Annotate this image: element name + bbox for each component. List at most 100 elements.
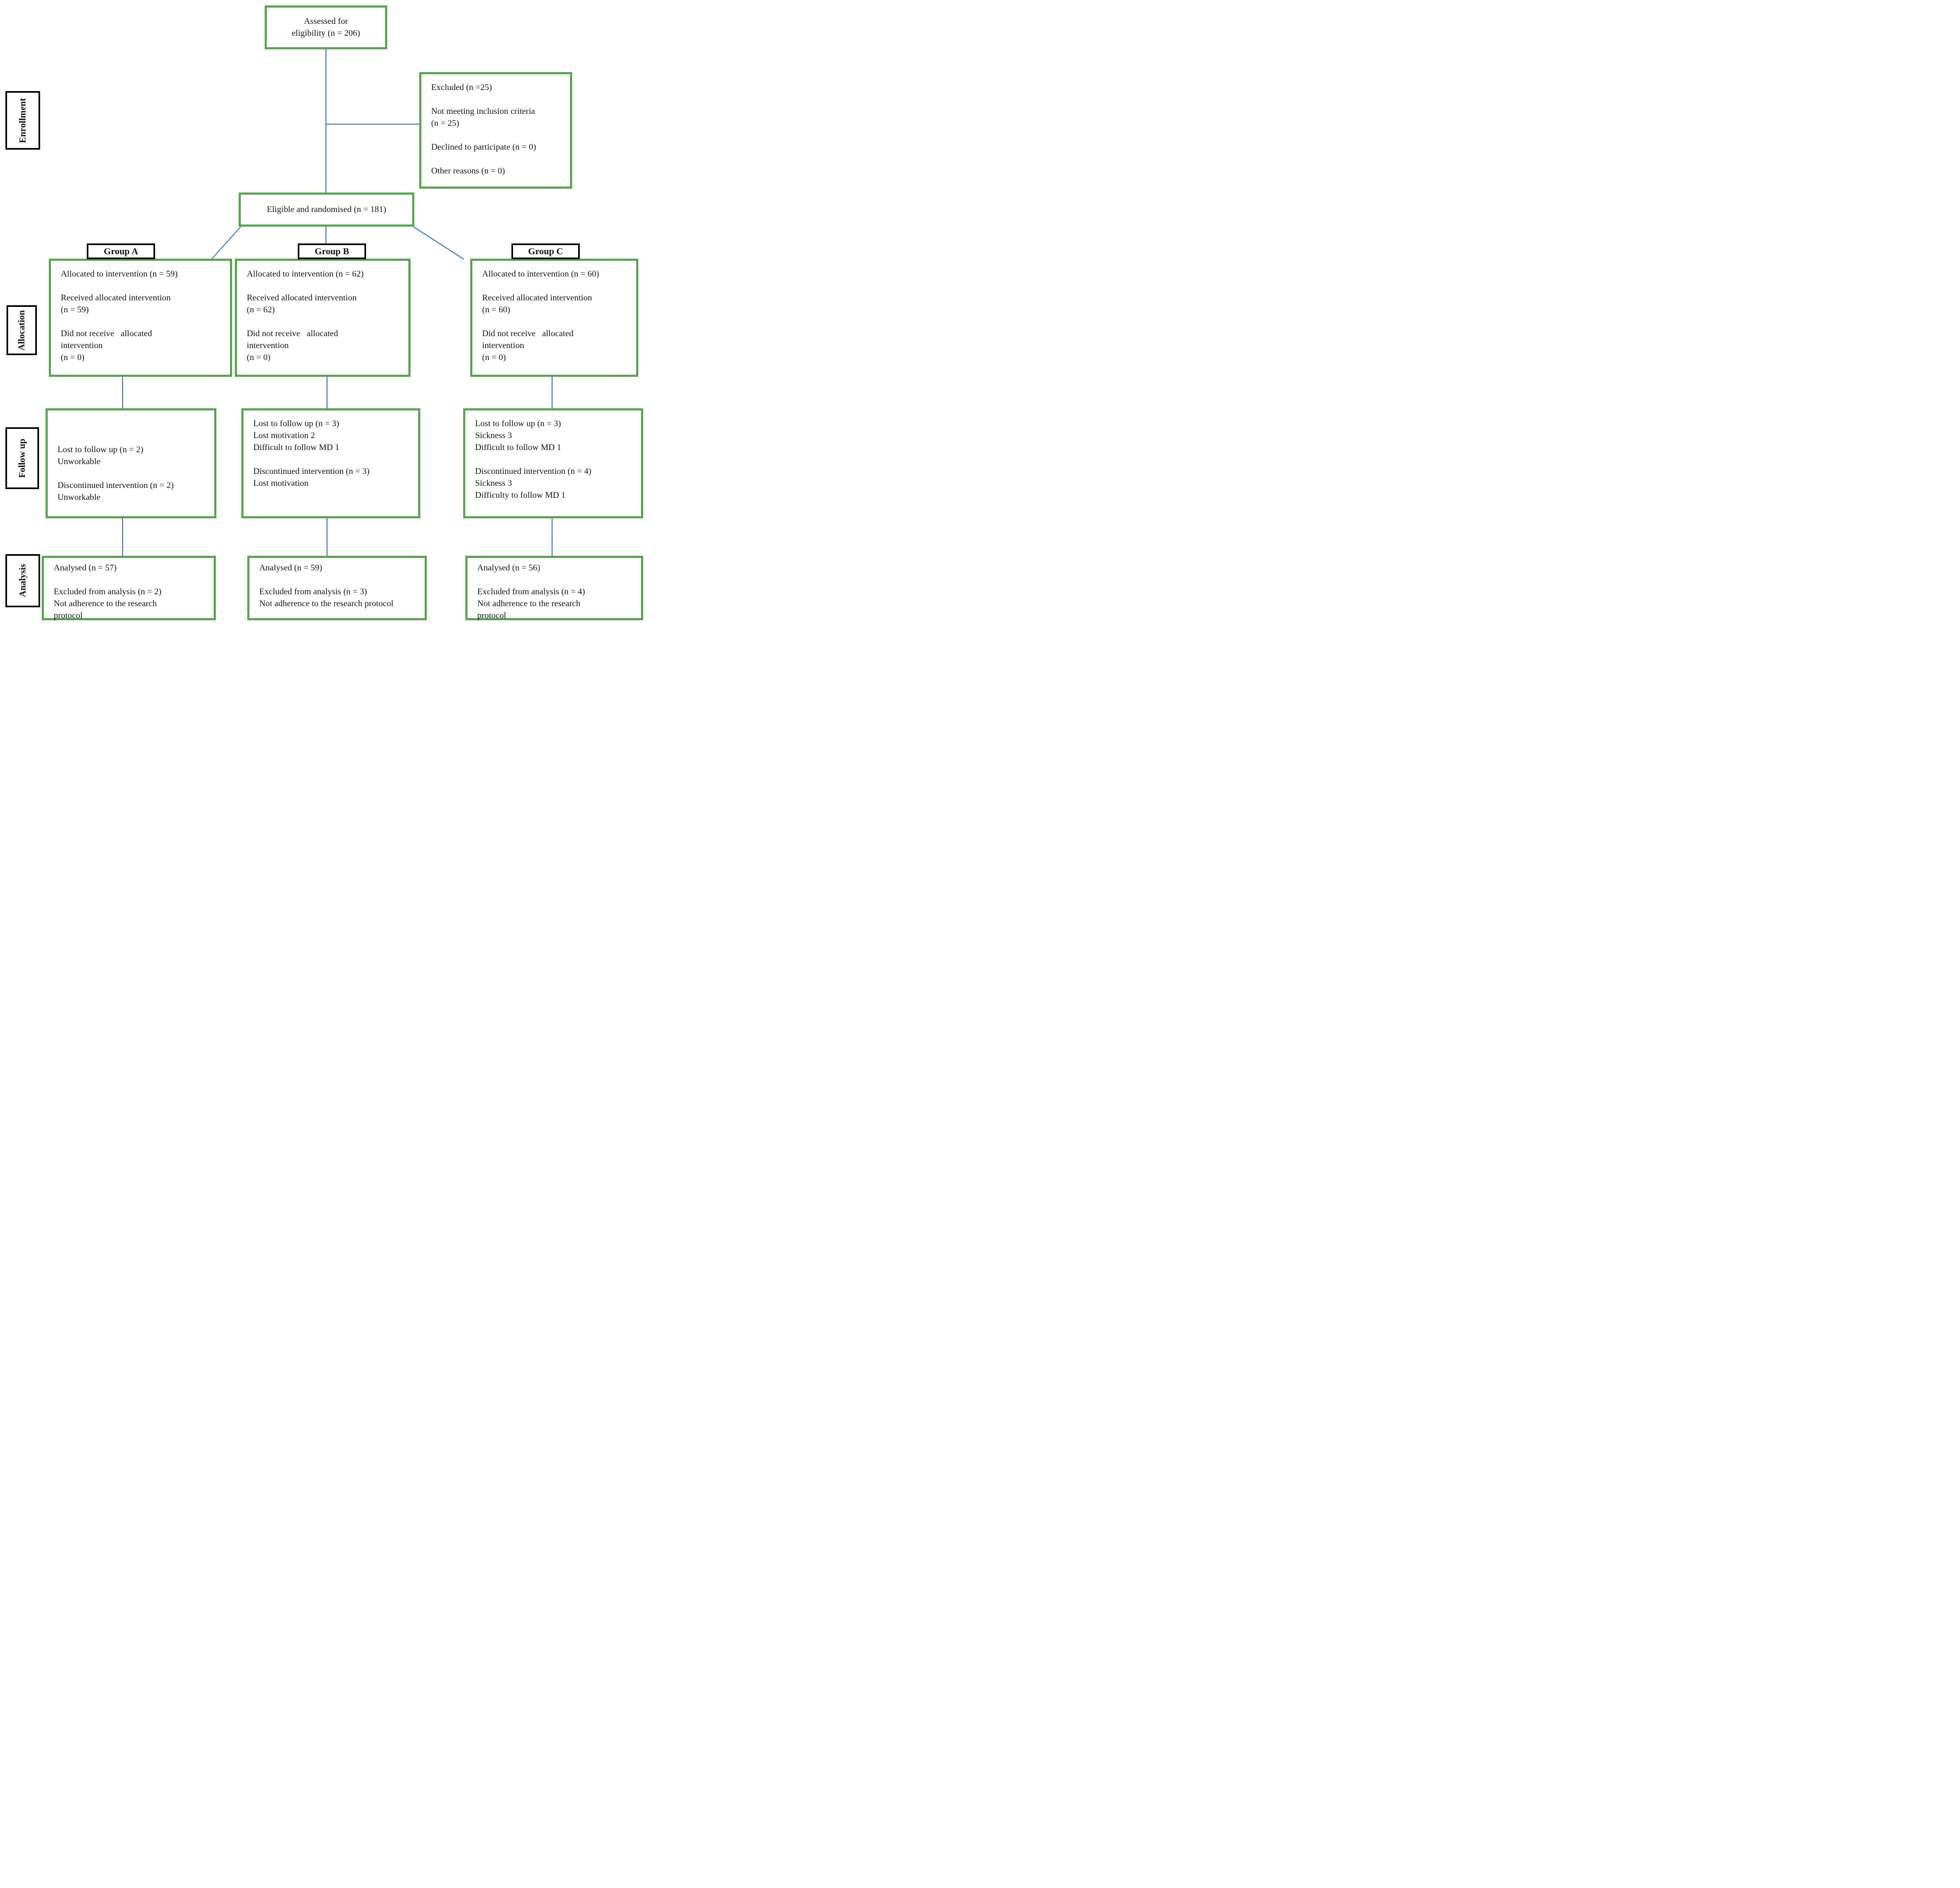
text-line: protocol <box>54 611 83 620</box>
stage-label-enrollment: Enrollment <box>5 91 40 150</box>
text-line <box>475 454 636 466</box>
eligible-randomised-box: Eligible and randomised (n = 181) <box>239 192 414 227</box>
text-line: Not meeting inclusion criteria <box>431 107 535 116</box>
text-line: (n = 0) <box>61 353 85 362</box>
text-line: (n = 62) <box>247 305 275 314</box>
consort-flow-diagram: Enrollment Allocation Follow up Analysis… <box>0 0 654 630</box>
stage-label-enrollment-text: Enrollment <box>17 98 28 143</box>
text-line <box>477 574 636 586</box>
text-line <box>247 280 403 292</box>
assessed-for-eligibility-box: Assessed for eligibility (n = 206) <box>265 5 387 49</box>
stage-label-analysis-text: Analysis <box>17 564 28 598</box>
group-a-header: Group A <box>87 243 155 259</box>
text-line <box>431 94 565 106</box>
group-b-header: Group B <box>298 243 366 259</box>
follow-up-box-group-b-text: Lost to follow up (n = 3) Lost motivation… <box>244 410 418 493</box>
text-line <box>431 130 565 142</box>
text-line <box>253 454 413 466</box>
analysis-box-group-b: Analysed (n = 59) Excluded from analysis … <box>247 556 427 620</box>
text-line: Lost motivation <box>253 479 309 488</box>
group-a-header-text: Group A <box>104 246 138 256</box>
text-line <box>259 574 419 586</box>
text-line: Sickness 3 <box>475 479 512 488</box>
stage-label-analysis: Analysis <box>5 554 40 607</box>
text-line: protocol <box>477 611 507 620</box>
text-line: Analysed (n = 56) <box>477 563 541 573</box>
allocation-box-group-c-text: Allocated to intervention (n = 60) Receiv… <box>472 261 636 367</box>
text-line: Difficult to follow MD 1 <box>253 443 340 452</box>
follow-up-box-group-c: Lost to follow up (n = 3) Sickness 3 Diffi… <box>463 408 643 518</box>
text-line: Not adherence to the research <box>477 599 581 608</box>
text-line: Discontinued intervention (n = 2) <box>57 481 174 490</box>
text-line: Lost to follow up (n = 2) <box>57 445 144 454</box>
text-line: Excluded from analysis (n = 2) <box>54 587 162 596</box>
group-b-header-text: Group B <box>315 246 349 256</box>
text-line: (n = 25) <box>431 119 459 128</box>
excluded-box: Excluded (n =25) Not meeting inclusion cr… <box>419 72 572 189</box>
text-line: Excluded (n =25) <box>431 83 492 92</box>
stage-label-follow-up: Follow up <box>5 427 39 489</box>
follow-up-box-group-c-text: Lost to follow up (n = 3) Sickness 3 Diffi… <box>465 410 641 505</box>
text-line <box>482 280 631 292</box>
text-line: Received allocated intervention <box>482 293 592 303</box>
connector-eligible-to-group-a <box>211 226 241 260</box>
text-line <box>57 468 209 480</box>
stage-label-allocation-text: Allocation <box>16 310 27 351</box>
connector-eligible-to-group-c <box>413 226 464 260</box>
text-line: intervention <box>482 341 524 350</box>
text-line: Did not receive allocated <box>61 329 152 338</box>
text-line: Allocated to intervention (n = 60) <box>482 269 599 279</box>
text-line <box>431 153 565 165</box>
text-line: Declined to participate (n = 0) <box>431 143 536 152</box>
allocation-box-group-a-text: Allocated to intervention (n = 59) Receiv… <box>51 261 230 367</box>
text-line <box>54 574 208 586</box>
text-line: (n = 0) <box>247 353 271 362</box>
text-line <box>247 316 403 328</box>
allocation-box-group-c: Allocated to intervention (n = 60) Receiv… <box>470 259 638 377</box>
group-c-header-text: Group C <box>528 246 563 256</box>
text-line: Received allocated intervention <box>61 293 171 303</box>
text-line: Did not receive allocated <box>482 329 574 338</box>
text-line: eligibility (n = 206) <box>292 28 360 38</box>
text-line: Did not receive allocated <box>247 329 338 338</box>
text-line <box>482 316 631 328</box>
text-line: Excluded from analysis (n = 4) <box>477 587 585 596</box>
text-line: Received allocated intervention <box>247 293 357 303</box>
text-line: Lost motivation 2 <box>253 431 315 440</box>
text-line: (n = 59) <box>61 305 89 314</box>
allocation-box-group-a: Allocated to intervention (n = 59) Receiv… <box>49 259 232 377</box>
text-line: Discontinued intervention (n = 3) <box>253 467 370 476</box>
analysis-box-group-b-text: Analysed (n = 59) Excluded from analysis … <box>249 558 425 613</box>
text-line: Assessed for <box>304 16 348 26</box>
text-line: Excluded from analysis (n = 3) <box>259 587 367 596</box>
text-line: Unworkable <box>57 493 101 502</box>
text-line: Analysed (n = 57) <box>54 563 117 573</box>
text-line: intervention <box>247 341 289 350</box>
text-line: Difficulty to follow MD 1 <box>475 491 566 500</box>
text-line <box>61 316 225 328</box>
text-line: Allocated to intervention (n = 62) <box>247 269 364 279</box>
text-line: intervention <box>61 341 103 350</box>
analysis-box-group-c: Analysed (n = 56) Excluded from analysis … <box>465 556 643 620</box>
allocation-box-group-b-text: Allocated to intervention (n = 62) Receiv… <box>237 261 408 367</box>
text-line: Other reasons (n = 0) <box>431 166 505 176</box>
text-line: Difficult to follow MD 1 <box>475 443 561 452</box>
text-line: Analysed (n = 59) <box>259 563 323 573</box>
text-line: Lost to follow up (n = 3) <box>253 419 340 428</box>
follow-up-box-group-b: Lost to follow up (n = 3) Lost motivation… <box>241 408 420 518</box>
text-line <box>61 280 225 292</box>
text-line: Unworkable <box>57 457 101 466</box>
text-line: Allocated to intervention (n = 59) <box>61 269 178 279</box>
analysis-box-group-c-text: Analysed (n = 56) Excluded from analysis … <box>467 558 641 625</box>
stage-label-allocation: Allocation <box>7 305 37 355</box>
text-line: Discontinued intervention (n = 4) <box>475 467 592 476</box>
stage-label-follow-up-text: Follow up <box>17 438 27 478</box>
text-line: Not adherence to the research protocol <box>259 599 394 608</box>
analysis-box-group-a: Analysed (n = 57) Excluded from analysis … <box>42 556 216 620</box>
text-line: Not adherence to the research <box>54 599 157 608</box>
text-line: Sickness 3 <box>475 431 512 440</box>
text-line: Lost to follow up (n = 3) <box>475 419 561 428</box>
group-c-header: Group C <box>511 243 580 259</box>
